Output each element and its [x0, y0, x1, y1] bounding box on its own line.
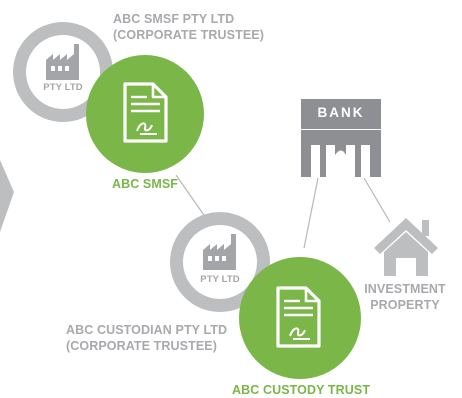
factory-icon	[46, 44, 79, 80]
custodian-trustee-badge: PTY LTD	[200, 274, 240, 285]
smsf-label: ABC SMSF	[111, 177, 179, 191]
smsf-trustee-node	[13, 22, 113, 122]
custody-trust-label: ABC CUSTODY TRUST	[232, 383, 371, 397]
custodian-trustee-role: (CORPORATE TRUSTEE)	[66, 339, 217, 353]
custodian-trustee-node	[170, 212, 270, 312]
connector-custody-bank	[303, 177, 319, 249]
property-label-line1: INVESTMENT	[364, 282, 446, 296]
document-icon	[123, 82, 168, 143]
left-chevron-shape	[0, 160, 14, 232]
smsf-trustee-role: (CORPORATE TRUSTEE)	[113, 28, 264, 42]
smsf-trustee-badge: PTY LTD	[43, 82, 83, 93]
bank-icon	[301, 99, 381, 177]
connector-smsf-custodian	[175, 174, 207, 219]
smsf-trustee-name: ABC SMSF PTY LTD	[113, 12, 235, 26]
document-icon	[276, 286, 321, 348]
factory-icon	[203, 234, 236, 270]
custodian-trustee-name: ABC CUSTODIAN PTY LTD	[66, 323, 228, 337]
connector-bank-property	[363, 177, 391, 223]
bank-label: BANK	[317, 105, 365, 120]
custody-trust-node	[239, 257, 361, 379]
smsf-node	[86, 55, 204, 173]
house-icon	[374, 218, 438, 276]
property-label-line2: PROPERTY	[370, 298, 440, 312]
